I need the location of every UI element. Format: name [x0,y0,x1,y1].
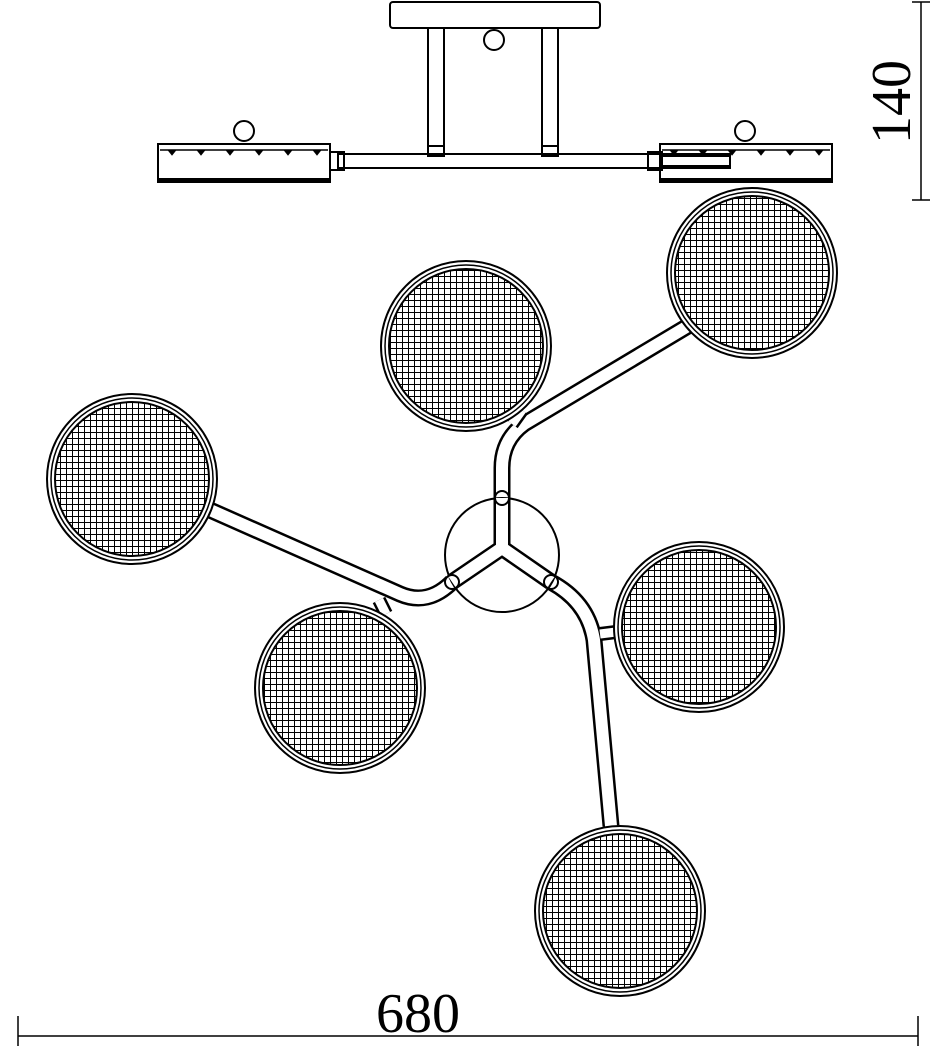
mounting-rods [427,27,559,157]
shades [46,187,838,997]
shade-bottom [534,825,706,997]
height-label: 140 [861,60,923,144]
shade-left [46,393,218,565]
shade-top-center [380,260,552,432]
width-dimension: 680 [17,983,919,1046]
ceiling-canopy [389,1,601,29]
top-view [46,187,838,997]
central-hub [444,490,560,613]
side-shade-right [659,120,833,183]
height-dimension: 140 [861,1,930,201]
shade-right [613,541,785,713]
side-shade-left [157,120,331,183]
width-label: 680 [376,983,460,1045]
shade-bottom-left [254,602,426,774]
shade-top-right [666,187,838,359]
canopy-knob [483,29,505,51]
side-view [157,1,833,183]
